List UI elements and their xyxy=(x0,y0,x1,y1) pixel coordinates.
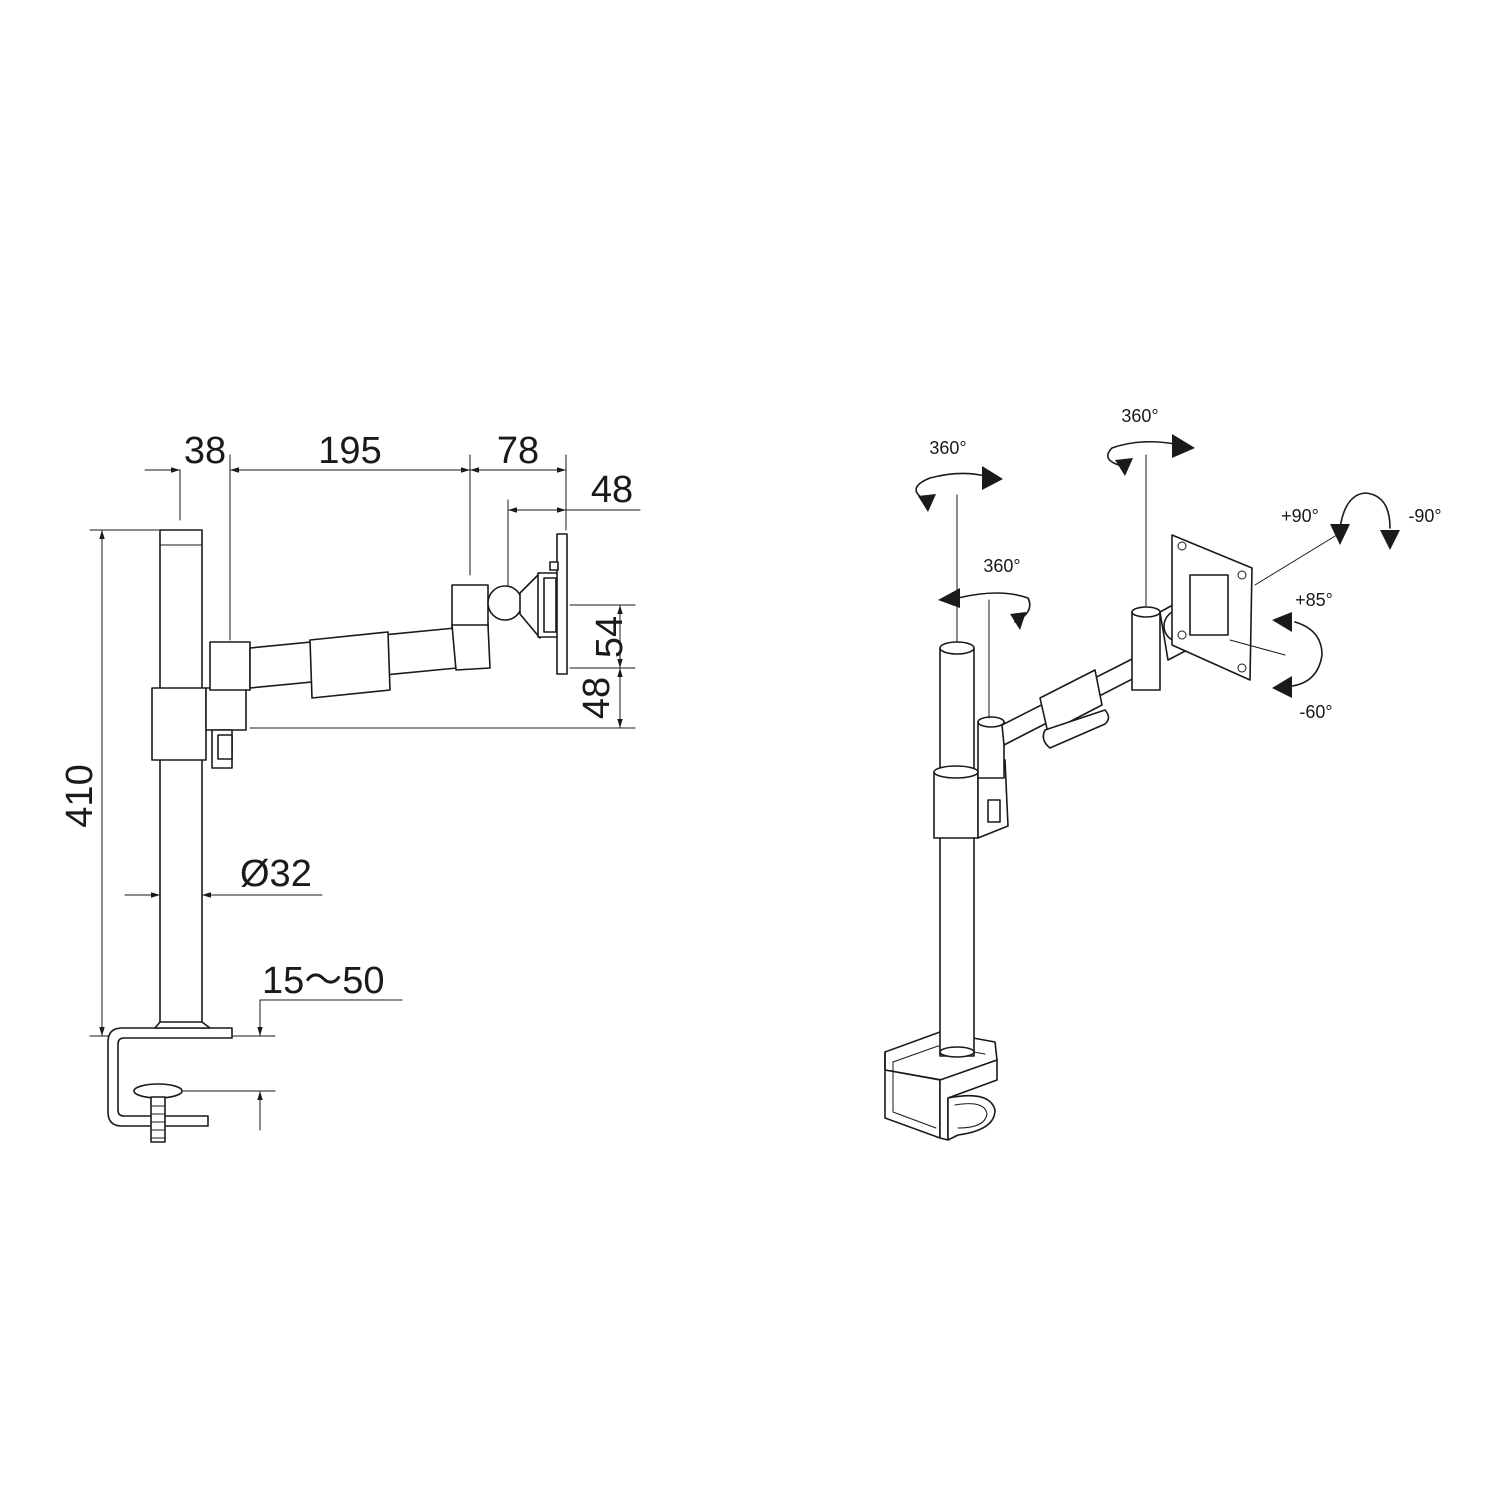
vesa-head xyxy=(487,533,568,675)
dim-38: 38 xyxy=(184,430,226,472)
pole-top-rotation-arrow xyxy=(915,466,1003,512)
swivel-rotation-arrow xyxy=(1272,612,1323,698)
pole-collar xyxy=(151,687,247,769)
angle-tilt-minus: -90° xyxy=(1408,506,1441,526)
angle-elbow: 360° xyxy=(1121,406,1158,426)
desk-clamp xyxy=(107,1021,233,1143)
angle-pole-top: 360° xyxy=(929,438,966,458)
arm xyxy=(209,584,491,699)
perspective-lower-joint xyxy=(977,716,1005,779)
perspective-pole xyxy=(939,641,975,1058)
angle-tilt-plus: +90° xyxy=(1281,506,1319,526)
dim-195: 195 xyxy=(318,430,381,472)
rotation-axes xyxy=(956,454,1346,719)
perspective-head xyxy=(1159,534,1253,681)
dim-48-side: 48 xyxy=(576,677,618,719)
dimension-lines xyxy=(89,454,641,1131)
elbow-rotation-arrow xyxy=(1106,434,1195,476)
dim-15-50: 15～50 xyxy=(262,960,385,1002)
perspective-arm xyxy=(1001,654,1147,749)
dim-410: 410 xyxy=(59,764,101,827)
dim-32-diameter: Ø32 xyxy=(240,853,312,895)
perspective-elbow xyxy=(1131,606,1161,691)
perspective-collar xyxy=(933,759,1009,839)
perspective-view: 360° 360° 360° +90° -90° +85° -60° xyxy=(884,406,1442,1141)
angle-swivel-plus: +85° xyxy=(1295,590,1333,610)
dim-54: 54 xyxy=(589,616,631,658)
angle-pole-joint: 360° xyxy=(983,556,1020,576)
dim-48-top: 48 xyxy=(591,469,633,511)
side-view: 38 195 78 48 54 48 410 Ø32 15～50 xyxy=(59,430,641,1143)
tilt-rotation-arrow xyxy=(1330,492,1400,550)
dim-78: 78 xyxy=(497,430,539,472)
pole-joint-rotation-arrow xyxy=(938,588,1031,630)
angle-swivel-minus: -60° xyxy=(1299,702,1332,722)
pole xyxy=(159,529,203,1029)
